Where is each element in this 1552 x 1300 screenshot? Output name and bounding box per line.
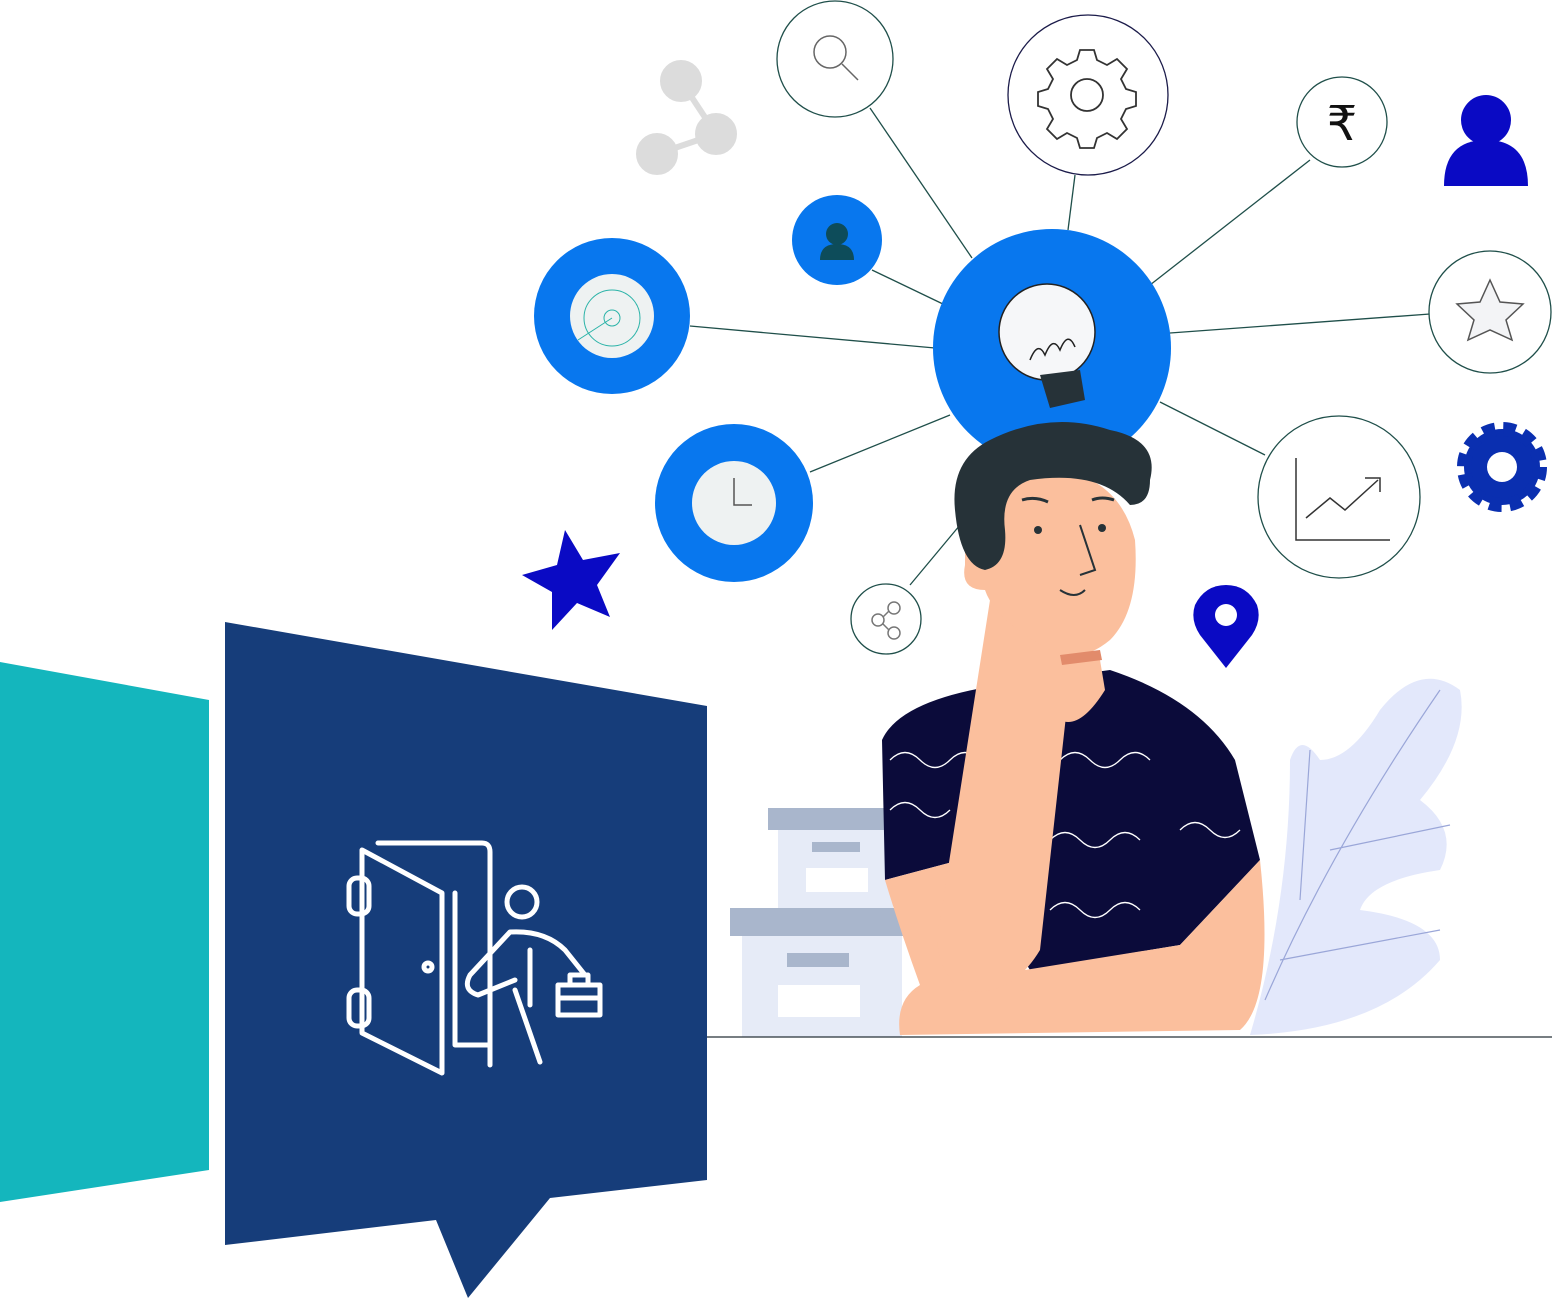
molecule-icon	[636, 60, 737, 175]
rupee-icon: ₹	[1327, 96, 1358, 152]
star-icon	[1455, 278, 1525, 342]
chart-icon	[1295, 458, 1390, 541]
navy-speech-panel	[225, 622, 707, 1298]
star-node	[1428, 250, 1552, 374]
rupee-node: ₹	[1296, 76, 1388, 168]
leaf-plant	[1250, 678, 1462, 1035]
share-node	[850, 583, 922, 655]
search-node	[776, 0, 894, 118]
target-icon	[577, 289, 641, 347]
lightbulb-node	[933, 229, 1171, 467]
connector-lines	[689, 107, 1431, 586]
clock-node	[655, 424, 813, 582]
gear-node	[1007, 14, 1169, 176]
user-icon	[1444, 95, 1528, 186]
user-icon	[820, 223, 854, 260]
location-pin-icon	[1193, 585, 1259, 668]
lightbulb-icon	[998, 283, 1096, 408]
user-node	[792, 195, 882, 285]
star-icon	[522, 530, 620, 630]
search-icon	[813, 35, 859, 81]
share-icon	[871, 601, 901, 640]
door-worker-icon	[346, 840, 603, 1076]
storage-boxes	[730, 808, 915, 1037]
clock-icon	[733, 478, 752, 506]
chart-node	[1257, 415, 1421, 579]
teal-panel	[0, 662, 209, 1202]
target-node	[534, 238, 690, 394]
thinking-person	[882, 422, 1265, 1035]
gear-icon	[1037, 49, 1137, 149]
gear-icon	[1457, 422, 1547, 512]
